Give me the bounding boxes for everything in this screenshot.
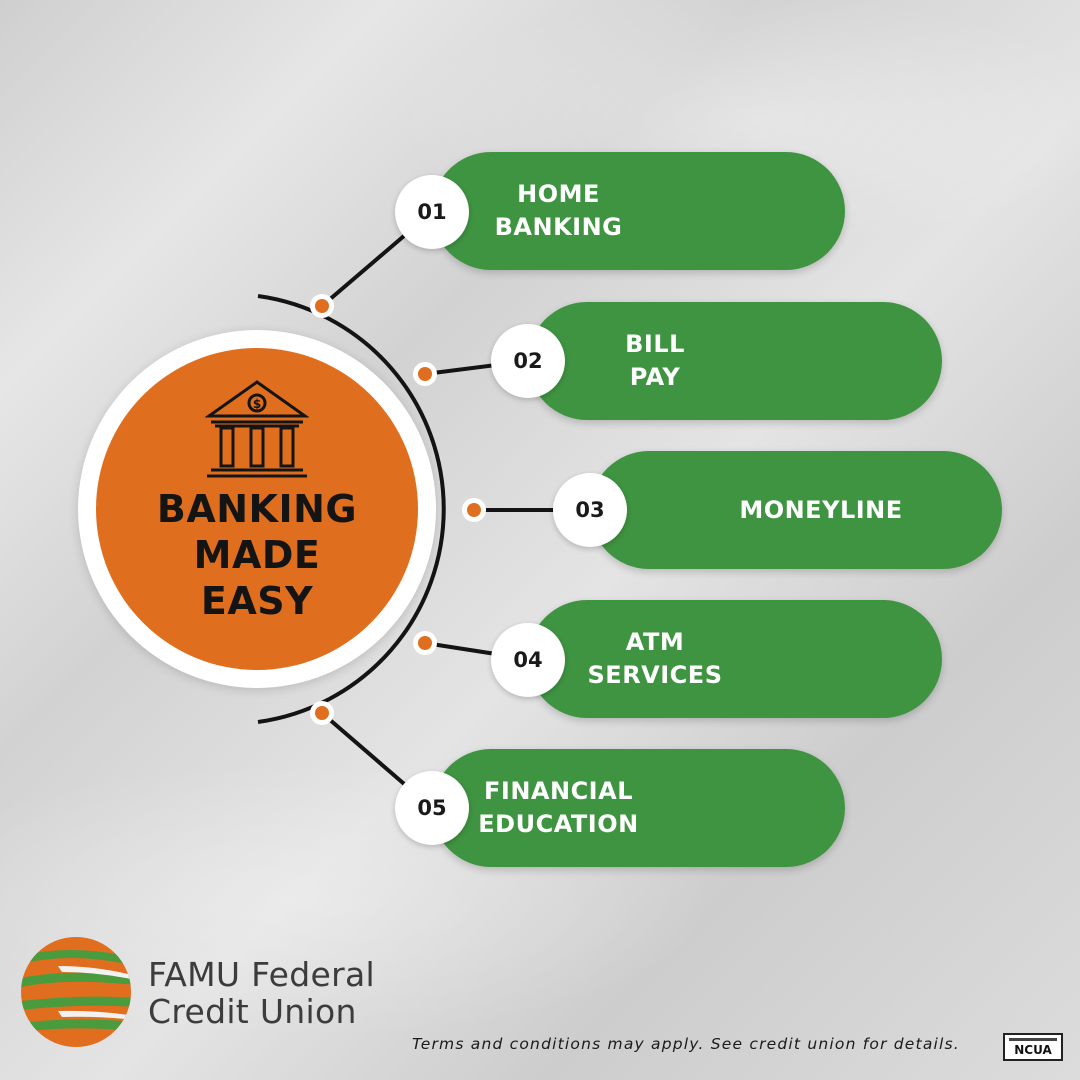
item-label-line: SERVICES	[587, 661, 723, 689]
svg-text:$: $	[253, 397, 261, 411]
center-circle	[96, 348, 418, 670]
item-pill-bill-pay: BILL PAY	[528, 302, 942, 420]
center-title-line-1: BANKING	[156, 487, 358, 531]
item-number-badge: 05	[395, 771, 469, 845]
item-number-badge: 03	[553, 473, 627, 547]
logo-line-1: FAMU Federal	[148, 955, 375, 994]
logo-line-2: Credit Union	[148, 992, 357, 1031]
bank-icon: $	[205, 380, 309, 478]
item-label: HOME BANKING	[432, 152, 845, 270]
item-number-badge: 01	[395, 175, 469, 249]
terms-disclaimer: Terms and conditions may apply. See cred…	[412, 1035, 960, 1053]
item-label-line: FINANCIAL	[484, 777, 633, 805]
item-label-line: HOME	[517, 180, 600, 208]
item-pill-atm-services: ATM SERVICES	[528, 600, 942, 718]
item-number-badge: 04	[491, 623, 565, 697]
center-title-line-3: EASY	[200, 579, 314, 623]
famu-logo-wordmark: FAMU Federal Credit Union	[148, 956, 375, 1030]
item-label-line: BILL	[625, 330, 685, 358]
item-label-line: EDUCATION	[478, 810, 639, 838]
ncua-badge-bar	[1009, 1038, 1057, 1041]
ncua-badge: NCUA	[1003, 1033, 1063, 1061]
connector-dots	[310, 294, 486, 725]
famu-logo-icon	[21, 937, 131, 1047]
item-pill-moneyline: MONEYLINE	[590, 451, 1002, 569]
item-pill-home-banking: HOME BANKING	[432, 152, 845, 270]
item-label-line: ATM	[625, 628, 685, 656]
item-pill-financial-education: FINANCIAL EDUCATION	[432, 749, 845, 867]
item-label: FINANCIAL EDUCATION	[432, 749, 845, 867]
item-label: BILL PAY	[528, 302, 942, 420]
item-label-line: BANKING	[494, 213, 623, 241]
item-number-badge: 02	[491, 324, 565, 398]
center-title-line-2: MADE	[193, 533, 321, 577]
center-title: BANKING MADE EASY	[96, 486, 418, 624]
connector-arc	[257, 294, 446, 724]
ncua-badge-text: NCUA	[1014, 1043, 1052, 1057]
item-label-line: MONEYLINE	[739, 495, 903, 524]
item-label: MONEYLINE	[590, 451, 1002, 569]
item-label: ATM SERVICES	[528, 600, 942, 718]
item-label-line: PAY	[629, 363, 681, 391]
